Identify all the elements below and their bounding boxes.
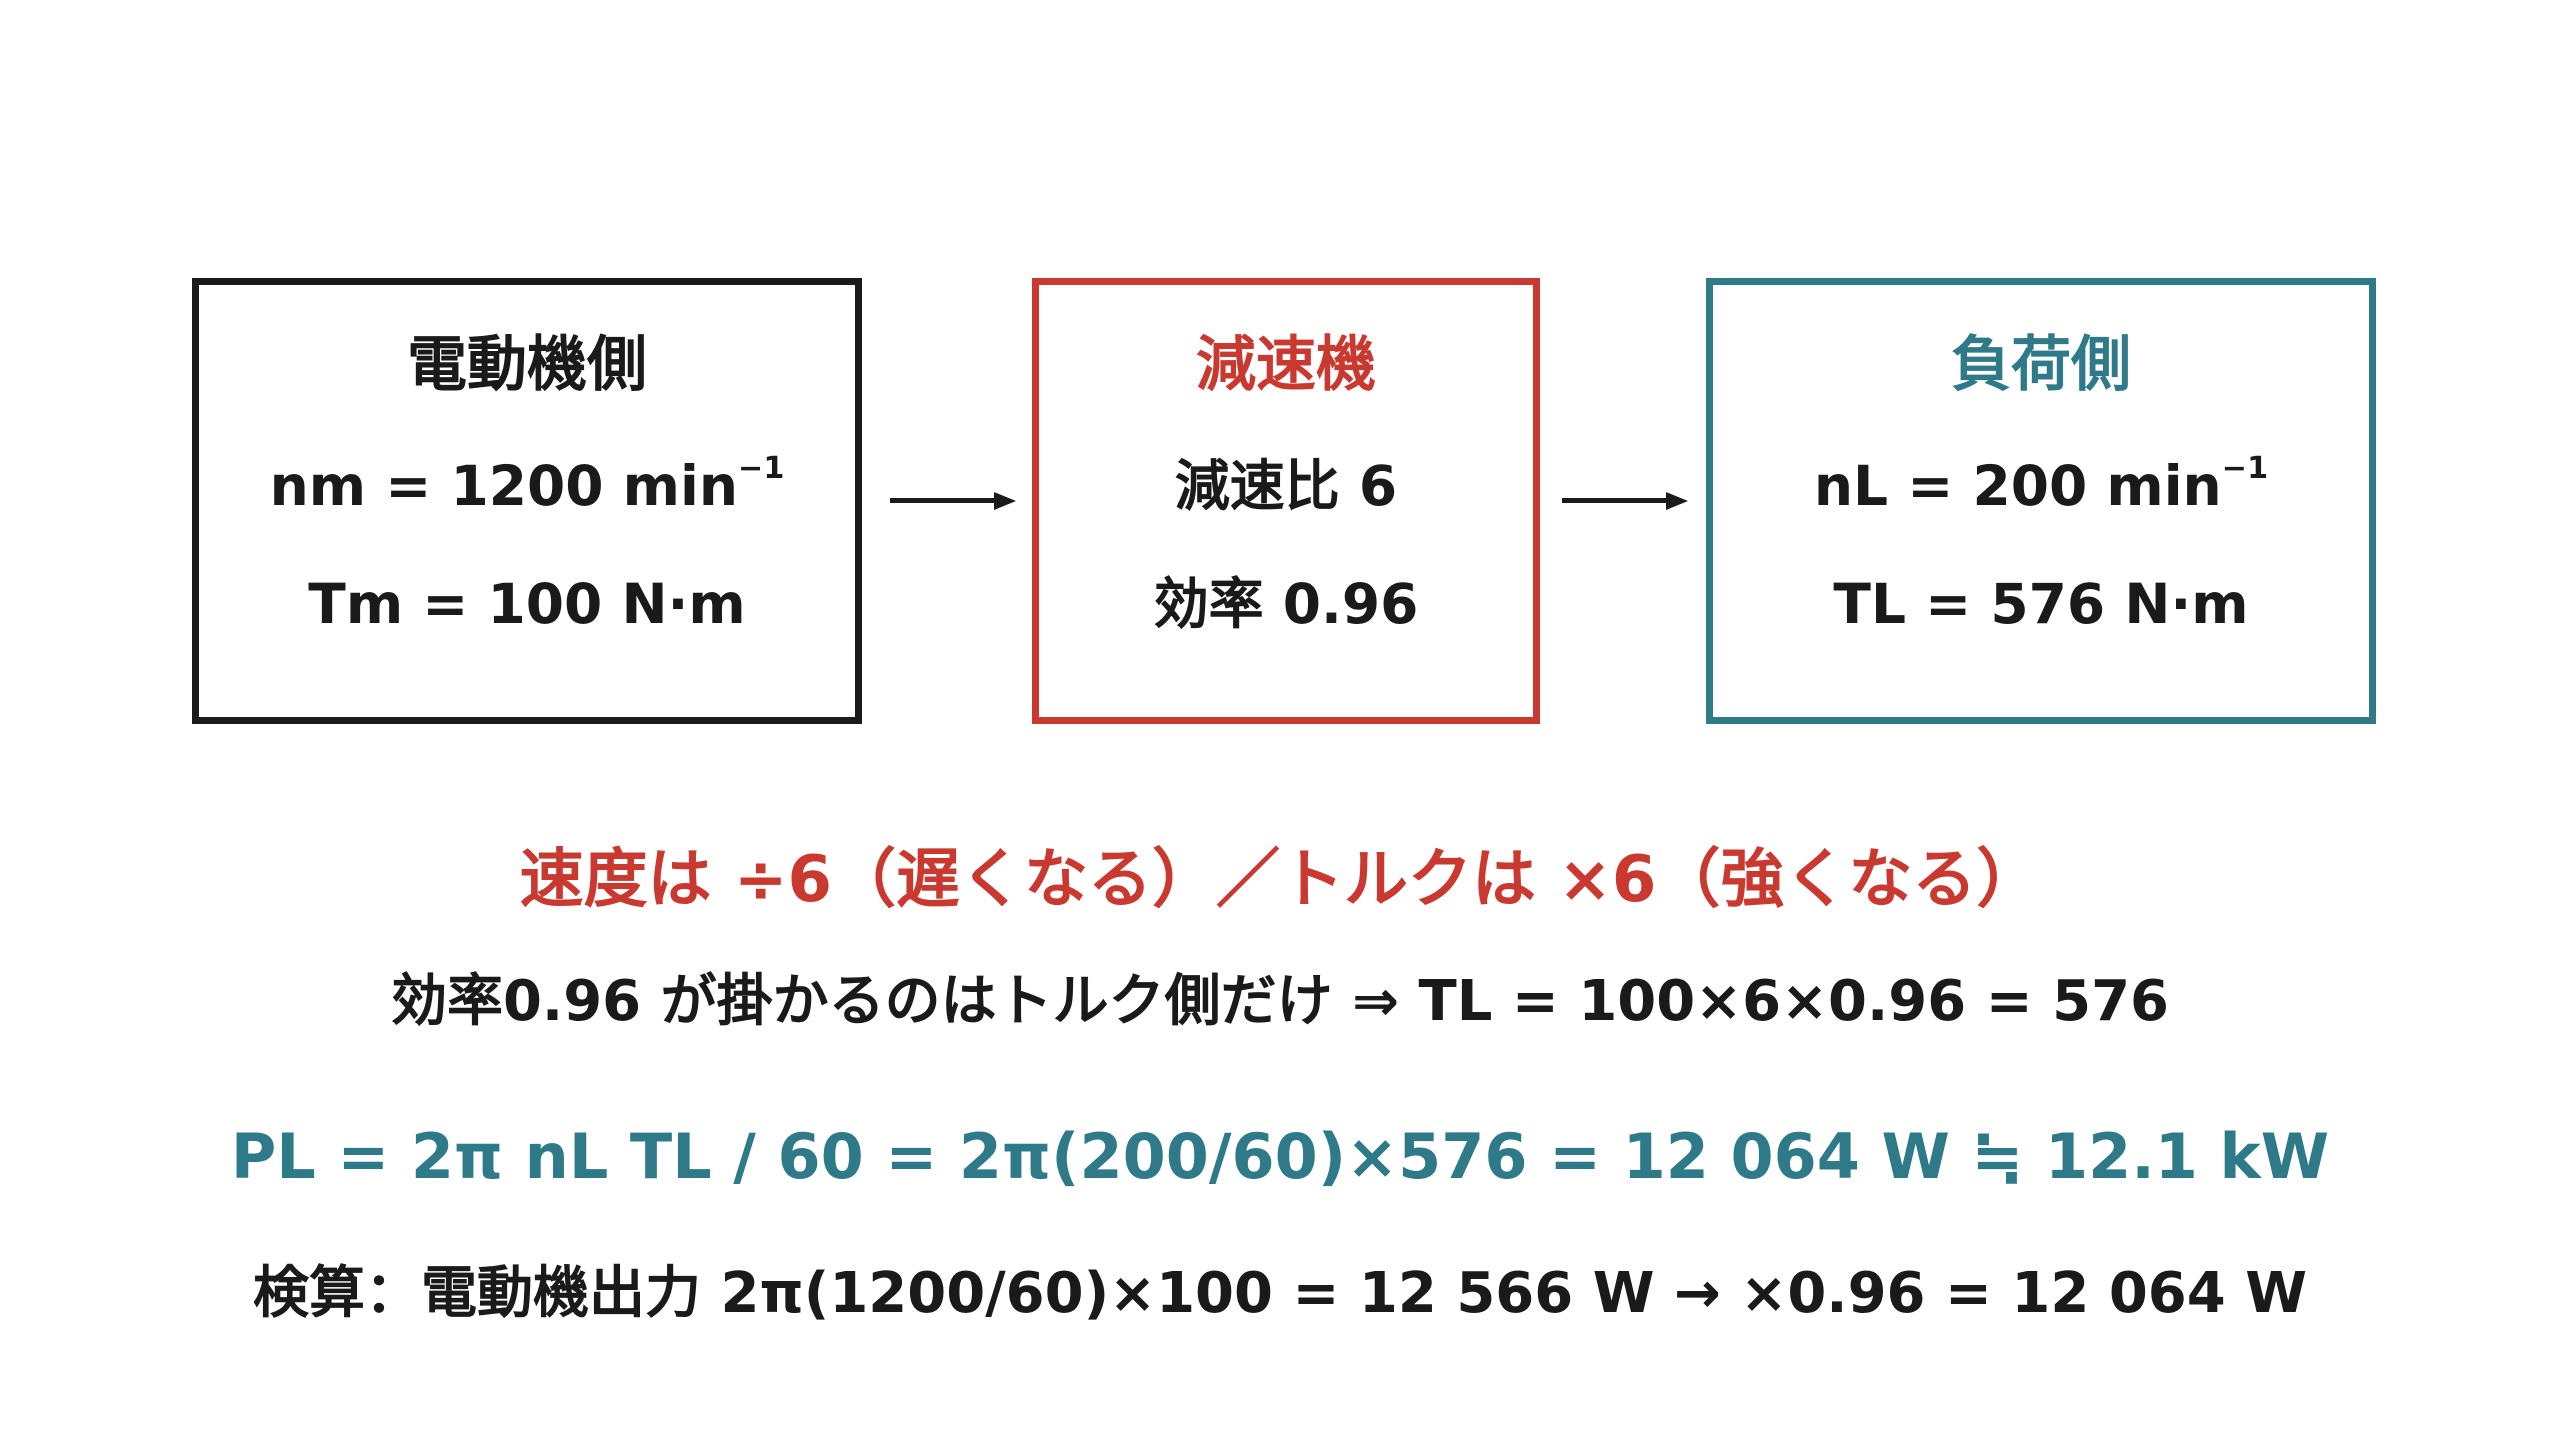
verification-formula: 検算：電動機出力 2π(1200/60)×100 = 12 566 W → ×0… <box>252 1261 2307 1326</box>
load-side-box: 負荷側 nL = 200 min−1 TL = 576 N·m <box>1706 278 2376 724</box>
motor-torque: Tm = 100 N·m <box>308 572 746 636</box>
arrow-motor-to-reducer <box>890 492 1016 510</box>
reducer-ratio: 減速比 6 <box>1174 454 1398 518</box>
arrow-shaft <box>890 498 996 503</box>
arrow-reducer-to-load <box>1562 492 1688 510</box>
motor-side-title: 電動機側 <box>407 330 647 400</box>
motor-speed-exponent: −1 <box>737 450 785 486</box>
load-power-formula: PL = 2π nL TL / 60 = 2π(200/60)×576 = 12… <box>230 1120 2330 1193</box>
arrow-head-icon <box>994 492 1016 510</box>
speed-torque-note: 速度は ÷6（遅くなる）／トルクは ×6（強くなる） <box>519 843 2041 917</box>
efficiency-note: 効率0.96 が掛かるのはトルク側だけ ⇒ TL = 100×6×0.96 = … <box>390 969 2170 1034</box>
motor-side-box: 電動機側 nm = 1200 min−1 Tm = 100 N·m <box>192 278 862 724</box>
motor-speed: nm = 1200 min−1 <box>199 453 855 519</box>
reducer-efficiency: 効率 0.96 <box>1153 572 1419 636</box>
reducer-title: 減速機 <box>1196 330 1376 400</box>
load-side-title: 負荷側 <box>1951 330 2131 400</box>
motor-speed-text: nm = 1200 min <box>269 454 738 518</box>
load-speed: nL = 200 min−1 <box>1713 453 2369 519</box>
load-torque: TL = 576 N·m <box>1833 572 2249 636</box>
arrow-head-icon <box>1666 492 1688 510</box>
load-speed-exponent: −1 <box>2221 450 2269 486</box>
load-speed-text: nL = 200 min <box>1813 454 2222 518</box>
arrow-shaft <box>1562 498 1668 503</box>
reducer-box: 減速機 減速比 6 効率 0.96 <box>1032 278 1540 724</box>
